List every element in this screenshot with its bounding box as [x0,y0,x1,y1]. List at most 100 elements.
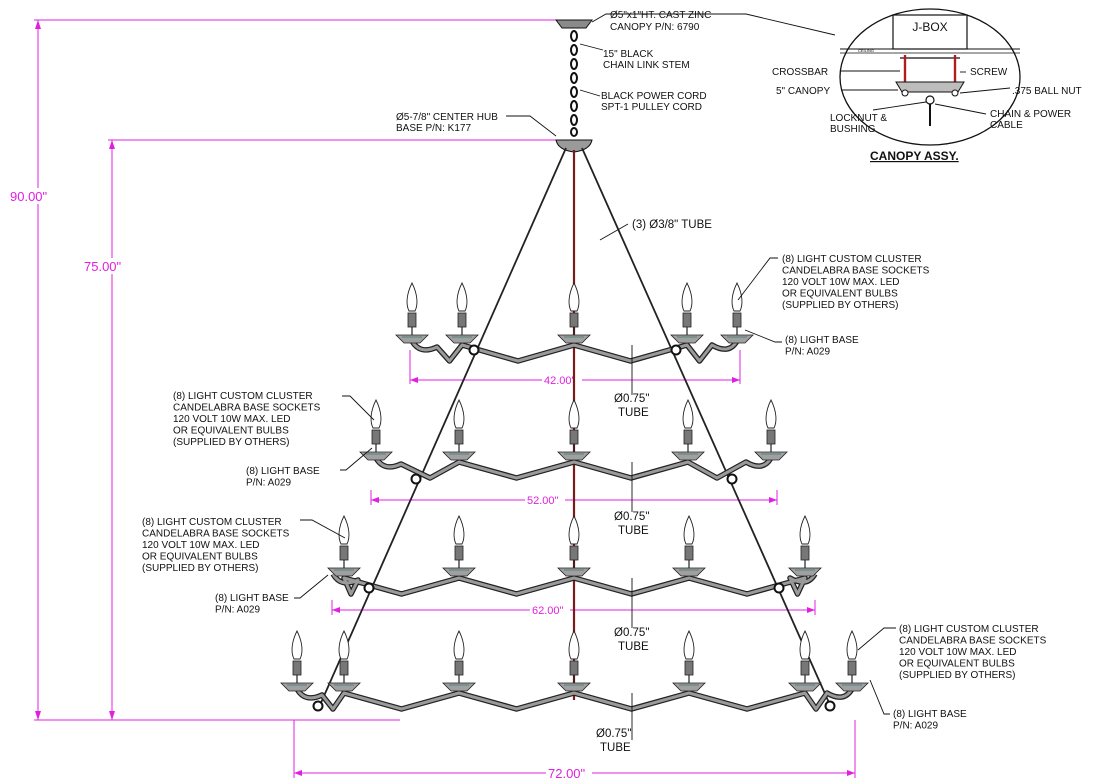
ball-nut-label: .375 BALL NUT [1012,86,1082,97]
t2-base-l1: (8) LIGHT BASE [246,466,320,477]
t1-cluster-l1: (8) LIGHT CUSTOM CLUSTER [782,254,922,265]
tier-2-arm [374,457,773,480]
t2-cluster-l1: (8) LIGHT CUSTOM CLUSTER [173,391,313,402]
t3-cluster-l1: (8) LIGHT CUSTOM CLUSTER [142,517,282,528]
hub-label-line1: Ø5-7/8" CENTER HUB [396,112,498,123]
t4-cluster-l4: OR EQUIVALENT BULBS [899,659,1015,670]
t3-tube-l1: Ø0.75" [614,627,649,639]
t2-tube-l1: Ø0.75" [614,511,649,523]
candle-socket [371,429,381,445]
light-cup [557,334,591,344]
candle-bulb [683,514,695,545]
t4-cluster-l3: 120 VOLT 10W MAX. LED [899,647,1016,658]
candle-socket [407,312,417,328]
tier4-width-dim: 72.00" [548,766,586,781]
candle-socket [684,660,694,676]
t3-tube-l2: TUBE [618,641,649,653]
t1-tube-l2: TUBE [618,407,649,419]
t4-tube-l2: TUBE [600,742,631,754]
t4-cluster-l2: CANDELABRA BASE SOCKETS [899,636,1047,647]
t4-cluster-l1: (8) LIGHT CUSTOM CLUSTER [899,624,1039,635]
light-cup [445,334,479,344]
candle-socket [847,660,857,676]
body-height-dim: 75.00" [84,259,122,274]
locknut-l2: BUSHING [830,124,876,135]
candle-bulb [291,629,303,660]
candle-bulb [406,281,418,312]
hub-label-line2: BASE P/N: K177 [396,123,471,134]
light-cup [557,682,591,692]
light-cup [557,451,591,461]
tube-rods-label: (3) Ø3/8" TUBE [632,219,712,231]
t2-tube-l2: TUBE [618,525,649,537]
candle-bulb [568,281,580,312]
canopy-assembly [555,19,593,700]
t2-cluster-l4: OR EQUIVALENT BULBS [173,426,289,437]
t1-cluster-l5: (SUPPLIED BY OTHERS) [782,300,899,311]
light-cup [754,451,788,461]
t3-cluster-l5: (SUPPLIED BY OTHERS) [142,563,259,574]
candle-bulb [846,629,858,660]
cord-label-line1: BLACK POWER CORD [601,91,707,102]
t3-base-l1: (8) LIGHT BASE [215,593,289,604]
candle-bulb [370,398,382,429]
light-cup [442,682,476,692]
cord-label-line2: SPT-1 PULLEY CORD [601,102,702,113]
candle-bulb [453,629,465,660]
t1-cluster-l4: OR EQUIVALENT BULBS [782,289,898,300]
light-cup [395,334,429,344]
candle-socket [569,660,579,676]
light-cup [720,334,754,344]
candle-bulb [731,281,743,312]
t4-base-l1: (8) LIGHT BASE [893,709,967,720]
tier-4-arm [295,688,854,711]
light-cup [557,567,591,577]
svg-text:Ø0.75"TUBE: Ø0.75" TUBE [614,511,649,537]
t1-cluster-l2: CANDELABRA BASE SOCKETS [782,266,930,277]
ceiling-label: CEILING [858,48,874,53]
candle-bulb [338,629,350,660]
t4-tube-l1: Ø0.75" [596,728,631,740]
svg-text:Ø0.75"TUBE: Ø0.75" TUBE [614,627,649,653]
light-cup [327,682,361,692]
t2-cluster-l5: (SUPPLIED BY OTHERS) [173,437,290,448]
tube-knot [363,582,375,594]
candle-socket [454,660,464,676]
t2-cluster-l3: 120 VOLT 10W MAX. LED [173,414,290,425]
candle-bulb [683,629,695,660]
tier3-width-dim: 62.00" [532,605,564,617]
candle-socket [732,312,742,328]
candle-bulb [453,398,465,429]
candle-socket [683,429,693,445]
canopy-assy-title: CANOPY ASSY. [870,149,959,163]
candle-bulb [799,629,811,660]
candle-socket [800,545,810,561]
overall-height-dim: 90.00" [10,189,48,204]
t1-cluster-l3: 120 VOLT 10W MAX. LED [782,277,899,288]
t3-cluster-l4: OR EQUIVALENT BULBS [142,552,258,563]
light-cup [672,682,706,692]
candle-bulb [338,514,350,545]
svg-text:Ø0.75"TUBE: Ø0.75" TUBE [596,728,631,754]
t2-cluster-l2: CANDELABRA BASE SOCKETS [173,403,321,414]
leader-lines [294,13,896,740]
candle-bulb [568,629,580,660]
candle-bulb [568,514,580,545]
candle-socket [569,429,579,445]
candle-socket [682,312,692,328]
light-cup [442,451,476,461]
candle-socket [454,429,464,445]
tier-1-arm [410,340,739,363]
candle-socket [800,660,810,676]
chain-power-l2: CABLE [990,120,1023,131]
stem-label-line2: CHAIN LINK STEM [603,60,690,71]
svg-text:LOCKNUT &BUSHING: LOCKNUT &BUSHING [830,113,887,135]
light-cup [442,567,476,577]
support-tubes [319,147,831,706]
